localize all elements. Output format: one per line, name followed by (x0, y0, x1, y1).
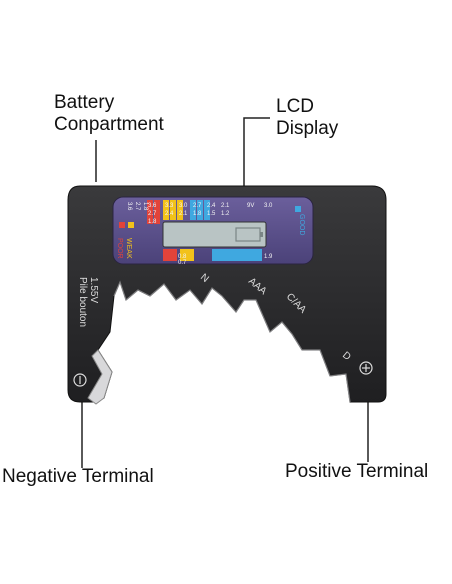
scale-30b: 3.0 (264, 203, 273, 209)
weak-label: WEAK (125, 238, 132, 259)
poor-swatch (119, 222, 125, 228)
scale-18b: 1.8 (148, 219, 157, 225)
battery-compartment-line1: Battery (54, 92, 115, 113)
negative-symbol-ring (73, 373, 87, 387)
positive-terminal-label: Positive Terminal (285, 461, 429, 482)
lcd-display-label: LCD Display (276, 96, 338, 140)
lcd-screen (162, 221, 267, 248)
scale-9v: 9V (247, 203, 254, 209)
good-bar-bottom (212, 249, 262, 261)
volt-label-r1-c0: 2.7 (134, 202, 140, 211)
scale-21b: 2.1 (179, 211, 188, 217)
scale-07: 0.7 (178, 260, 187, 266)
good-bar-3 (204, 200, 210, 220)
lcd-display-leader (243, 117, 270, 200)
poor-label: POOR (116, 238, 123, 259)
scale-30: 3.0 (179, 203, 188, 209)
weak-swatch (128, 222, 134, 228)
volt-grid: 3.6 2.7 1.8 (126, 202, 148, 211)
scale-12: 1.2 (221, 211, 230, 217)
positive-symbol-ring (359, 361, 373, 375)
lcd-display-line1: LCD (276, 96, 315, 117)
scale-36: 3.6 (148, 203, 157, 209)
poor-bar-1 (147, 200, 153, 224)
scale-18: 1.8 (193, 211, 202, 217)
scale-27: 2.7 (193, 203, 202, 209)
scale-24b: 2.4 (165, 211, 174, 217)
good-bar-2 (197, 200, 203, 220)
weak-bar-bottom (180, 249, 194, 261)
battery-compartment-label: Battery Conpartment (54, 92, 164, 136)
weak-bar-2 (170, 200, 176, 220)
good-bar-1 (190, 200, 196, 220)
scale-15: 1.5 (207, 211, 216, 217)
top-scale: 3.6 3.3 3.0 2.7 2.4 2.1 9V 2.7 2.4 2.1 1… (148, 203, 273, 266)
weak-bar-3 (177, 200, 183, 220)
button-cell-voltage: 1.55V (88, 277, 99, 303)
volt-label-r2-c0: 1.8 (142, 202, 148, 211)
scale-19: 1.9 (264, 254, 273, 260)
good-swatch (295, 206, 301, 212)
good-label: GOOD (298, 214, 305, 235)
slot-edge-highlight (113, 280, 351, 403)
weak-bar-1 (163, 200, 169, 220)
negative-contact-clip (87, 349, 113, 405)
poor-bar-bottom (163, 249, 177, 261)
battery-compartment-line2: Conpartment (54, 114, 164, 135)
scale-33: 3.3 (165, 203, 174, 209)
lcd-display-line2: Display (276, 118, 339, 139)
scale-21: 2.1 (221, 203, 230, 209)
button-cell-label: 1.55V Pile bouton (77, 277, 99, 327)
scale-08: 0.8 (178, 254, 187, 260)
scale-24: 2.4 (207, 203, 216, 209)
scale-27b: 2.7 (148, 211, 157, 217)
volt-label-r0-c0: 3.6 (126, 202, 132, 211)
negative-terminal-label: Negative Terminal (2, 466, 154, 487)
poor-bar-2 (154, 200, 160, 224)
lcd-battery-tip (260, 232, 263, 237)
button-cell-text: Pile bouton (77, 277, 88, 327)
